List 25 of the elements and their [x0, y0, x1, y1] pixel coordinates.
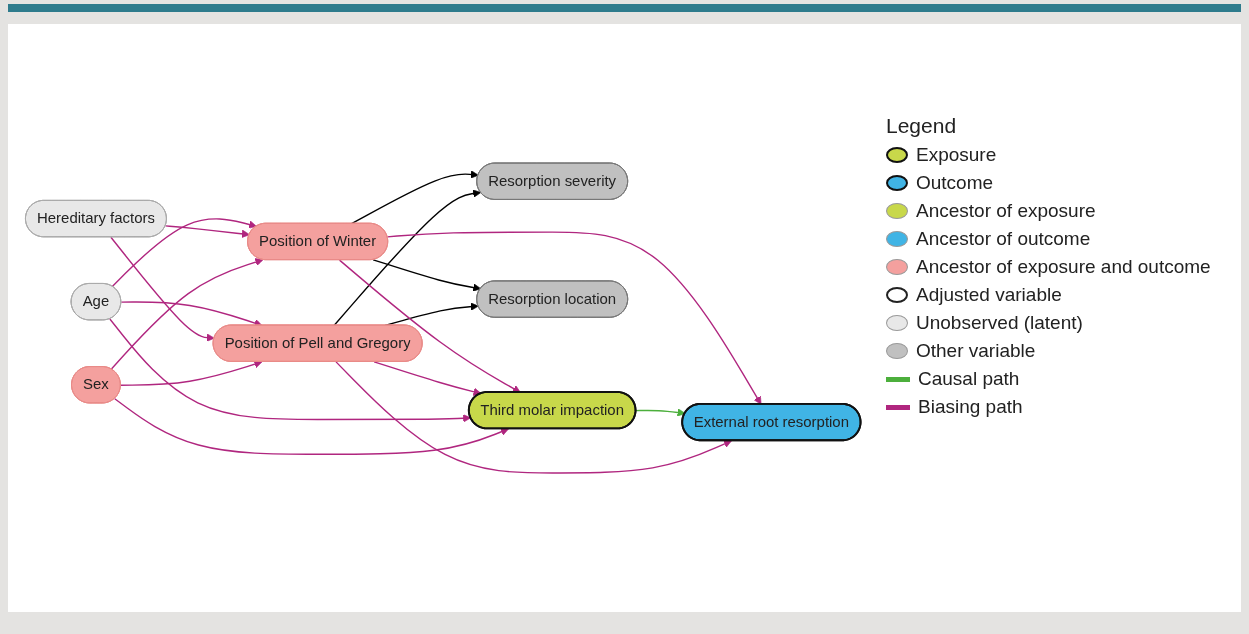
arrow — [335, 361, 732, 474]
arrow — [373, 361, 482, 396]
arrow — [372, 259, 482, 292]
legend-label: Adjusted variable — [916, 284, 1062, 306]
arrow — [120, 360, 263, 386]
legend-label: Exposure — [916, 144, 997, 166]
arrow — [111, 218, 257, 288]
legend-label: Outcome — [916, 172, 994, 194]
arrow — [350, 170, 479, 225]
arrow — [386, 231, 762, 405]
legend-label: Ancestor of outcome — [916, 228, 1091, 250]
legend-label: Ancestor of exposure — [916, 200, 1096, 222]
arrow — [110, 258, 264, 370]
arrow — [110, 236, 215, 342]
arrow — [114, 398, 509, 455]
arrow — [338, 259, 521, 393]
legend-label: Ancestor of exposure and outcome — [916, 256, 1211, 278]
arrow — [164, 225, 250, 238]
legend-label: Biasing path — [918, 396, 1023, 418]
arrow — [333, 189, 482, 327]
arrow — [109, 318, 472, 423]
legend-label: Other variable — [916, 340, 1036, 362]
legend-label: Unobserved (latent) — [916, 312, 1083, 334]
legend-title: Legend — [886, 114, 958, 138]
legend-label: Causal path — [918, 368, 1020, 390]
